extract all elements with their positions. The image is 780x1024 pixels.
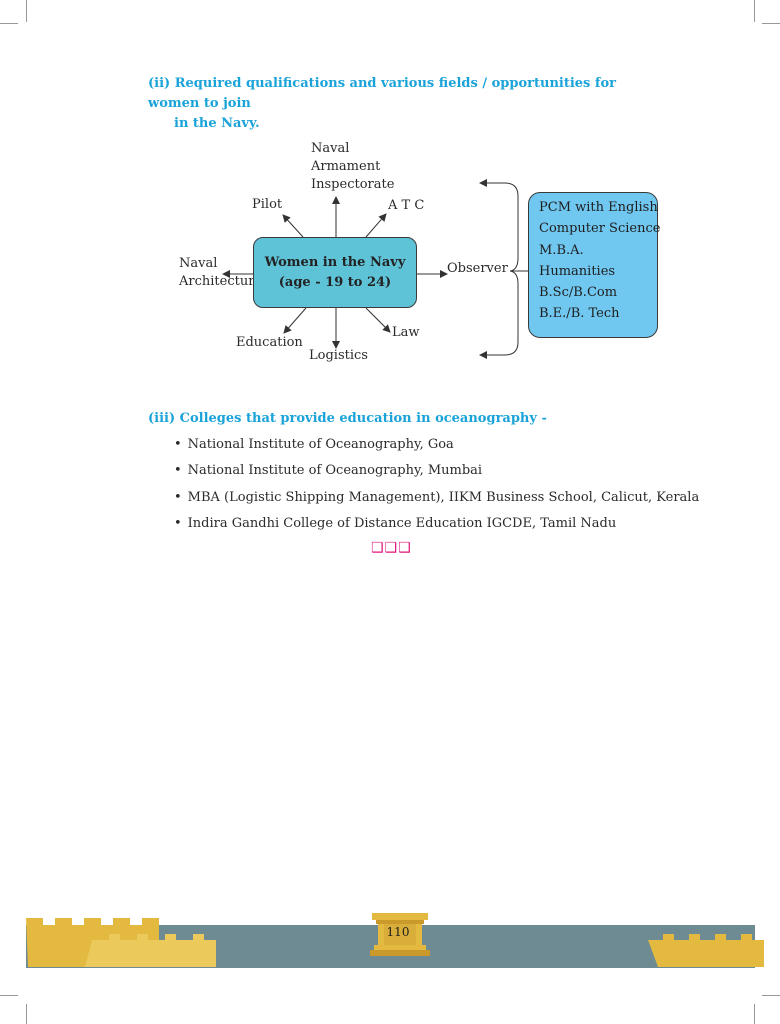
center-box-title: Women in the Navy (264, 254, 406, 270)
crop-mark (0, 23, 18, 24)
field-education: Education (236, 335, 303, 350)
field-naval-armament: Naval Armament Inspectorate (311, 141, 395, 192)
crop-mark (26, 1004, 27, 1024)
qualification-item: B.Sc/B.Com (539, 285, 618, 301)
section-iii-heading: (iii) Colleges that provide education in… (148, 411, 547, 426)
section-ii-heading: (ii) Required qualifications and various… (148, 74, 668, 134)
qualification-item: M.B.A. (539, 242, 584, 258)
field-pilot: Pilot (252, 197, 283, 212)
qualification-item: Computer Science (539, 221, 661, 237)
arrow-pilot (282, 214, 304, 238)
college-item: MBA (Logistic Shipping Management), IIKM… (174, 485, 700, 511)
field-naval-architecture: Naval Architecture (179, 256, 263, 289)
field-logistics: Logistics (309, 348, 368, 363)
college-list: National Institute of Oceanography, Goa … (174, 432, 700, 537)
section-ii-heading-line1: (ii) Required qualifications and various… (148, 76, 617, 111)
page-number: 110 (386, 925, 410, 939)
qualification-item: Humanities (539, 263, 616, 279)
crop-mark (762, 995, 780, 996)
crop-mark (26, 0, 27, 22)
women-in-navy-box: Women in the Navy (age - 19 to 24) (253, 237, 417, 308)
college-item: National Institute of Oceanography, Goa (174, 432, 699, 458)
crop-mark (754, 1004, 755, 1024)
arrow-law (365, 307, 391, 333)
center-box-age: (age - 19 to 24) (278, 274, 392, 290)
field-law: Law (392, 325, 420, 340)
section-ii-heading-line2: in the Navy. (174, 116, 260, 131)
crop-mark (0, 995, 18, 996)
qualification-item: B.E./B. Tech (539, 306, 620, 322)
qualifications-box: PCM with English Computer Science M.B.A.… (528, 192, 661, 338)
crop-mark (754, 0, 755, 22)
crop-mark (762, 23, 780, 24)
field-atc: A T C (388, 198, 425, 213)
end-of-section-marks: ❑❑❑ (371, 540, 412, 556)
college-item: Indira Gandhi College of Distance Educat… (174, 511, 699, 537)
college-item: National Institute of Oceanography, Mumb… (174, 458, 699, 484)
field-observer: Observer (447, 261, 508, 276)
arrow-atc (365, 213, 387, 238)
qualification-item: PCM with English (539, 200, 658, 215)
arrow-education (283, 307, 307, 334)
